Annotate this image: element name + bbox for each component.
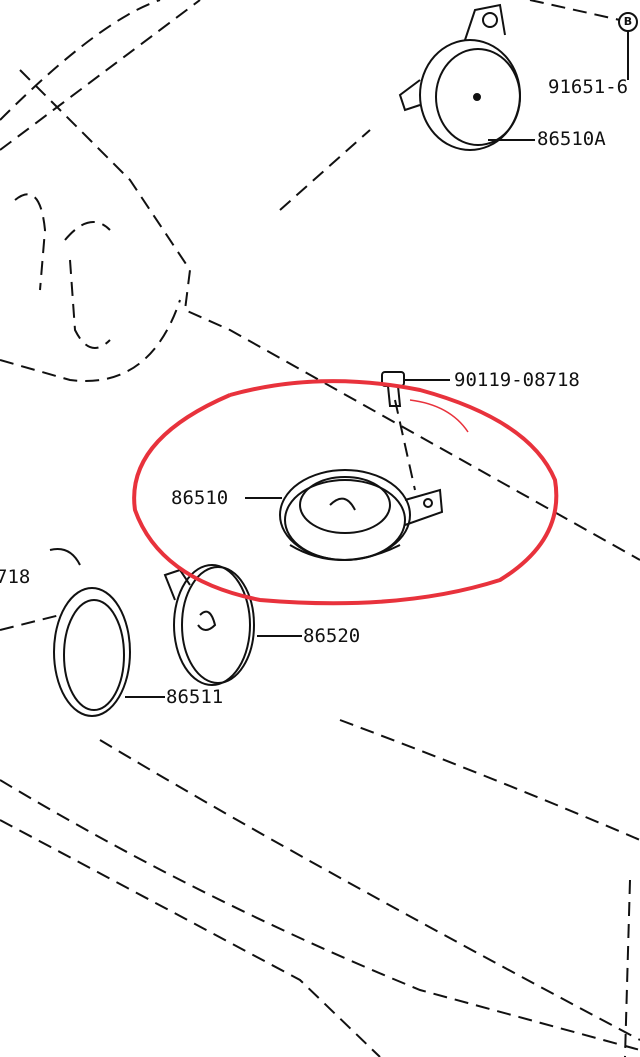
red-highlight-circle <box>132 379 559 606</box>
body-outline-line <box>0 299 181 382</box>
bumper-line <box>339 719 640 841</box>
bolt-leader-dashed <box>394 399 416 491</box>
part-label-86520[interactable]: 86520 <box>303 625 361 647</box>
bumper-line <box>0 779 640 1051</box>
horn-86510A <box>398 3 521 151</box>
leader-dashed <box>0 614 61 631</box>
bumper-line <box>0 819 381 1057</box>
part-label-91651[interactable]: 91651-6 <box>548 76 629 98</box>
body-outline-line <box>0 0 201 151</box>
horn-86520 <box>163 564 302 686</box>
part-label-partial-718[interactable]: 718 <box>0 566 31 588</box>
bumper-line <box>99 739 640 1041</box>
part-label-90119-08718[interactable]: 90119-08718 <box>454 369 580 391</box>
part-label-86510A[interactable]: 86510A <box>537 128 606 150</box>
callout-marker-b: B <box>618 12 638 32</box>
headlight-outline <box>14 193 47 291</box>
body-outline-line <box>279 129 371 211</box>
ring-86511 <box>53 587 165 717</box>
part-label-86511[interactable]: 86511 <box>166 686 224 708</box>
headlight-outline <box>64 221 111 349</box>
bumper-line <box>624 879 631 1057</box>
horn-86510 <box>245 469 444 561</box>
body-outline-line <box>0 0 161 121</box>
body-outline-line <box>19 69 640 561</box>
leader-dashed <box>529 0 621 21</box>
part-label-86510[interactable]: 86510 <box>171 487 229 509</box>
